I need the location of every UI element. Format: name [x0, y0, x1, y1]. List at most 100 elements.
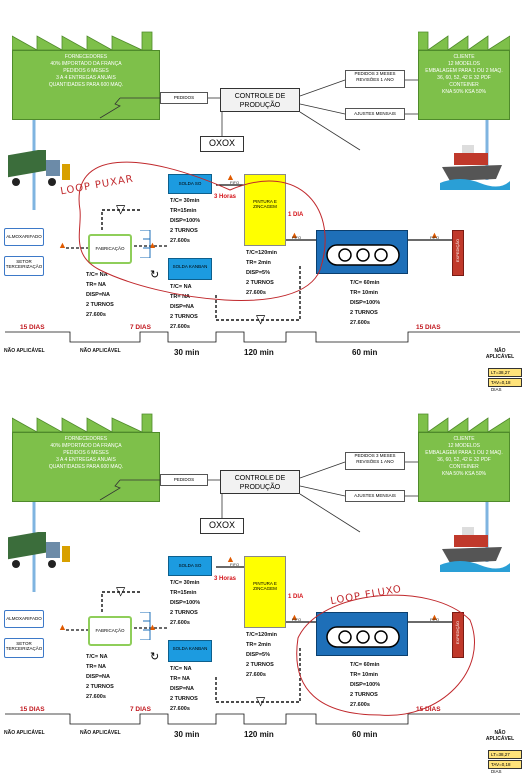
orders-left-box: PEDIDOS	[160, 92, 208, 104]
supplier-line: QUANTIDADES PARA 600 MAQ.	[48, 82, 124, 88]
supplier-line: PEDIDOS 6 MESES	[63, 68, 109, 74]
solda_so_data-line: DISP=100%	[170, 218, 201, 224]
solda_kanban_data-line: 27.600s	[170, 324, 190, 330]
pintura_data-line: 2 TURNOS	[246, 280, 274, 286]
oxox-box: OXOX	[200, 136, 244, 152]
customer-line: EMBALAGEM PARA 1 OU 2 MAQ.	[425, 450, 503, 456]
three-hours-label: 3 Horas	[214, 194, 237, 200]
customer-line: KNA 50% KSA 50%	[442, 471, 486, 477]
monthly-adjust-box: AJUSTES MENSAIS	[345, 108, 405, 120]
solda_kanban_data-line: DISP=NA	[170, 304, 194, 310]
days-label: 15 DIAS	[20, 324, 45, 331]
customer-line: 12 MODELOS	[448, 61, 480, 67]
supplier-line: 40% IMPORTADO DA FRANÇA	[50, 443, 122, 449]
pull-arrow-icon: ↻	[150, 269, 160, 281]
solda_so_data-line: 2 TURNOS	[170, 228, 198, 234]
not-applicable-label: NÃO APLICÁVEL	[80, 348, 121, 354]
warning-triangle-icon: ▲	[430, 230, 439, 240]
cycle-time-label: 120 min	[244, 348, 274, 357]
cycle-time-label: 60 min	[352, 348, 378, 357]
customer-line: CONTEINER	[449, 464, 479, 470]
not-applicable-label: NÃO APLICÁVEL	[4, 730, 45, 736]
days-label: 7 DIAS	[130, 706, 151, 713]
supermarket-icon	[140, 612, 151, 640]
one-day-label: 1 DIA	[288, 212, 304, 218]
fab_data-line: TR= NA	[86, 664, 107, 670]
factory-roof-right	[418, 31, 510, 50]
solda_kanban_data-line: TR= NA	[170, 294, 191, 300]
supplier-title: FORNECEDORES	[64, 436, 108, 442]
solda_kanban_data-line: 27.600s	[170, 706, 190, 712]
truck-icon	[8, 532, 70, 568]
not-applicable-label: NÃO APLICÁVEL	[485, 730, 515, 742]
painting-process: PINTURA E ZINCAGEM	[244, 556, 286, 628]
pintura_data-line: 2 TURNOS	[246, 662, 274, 668]
customer-factory: CLIENTE 12 MODELOS EMBALAGEM PARA 1 OU 2…	[418, 50, 510, 120]
solda_so_data-line: TR=15min	[170, 590, 197, 596]
big_data-line: 27.600s	[350, 320, 370, 326]
fifo-label: FIFO	[430, 617, 440, 622]
orders-right-box: PEDIDOS 3 MESES REVISÕES 1 ANO	[345, 452, 405, 470]
welding-kanban-process: SOLDA KANBAN	[168, 640, 212, 662]
welding-so-process: SOLDA SO	[168, 556, 212, 576]
customer-line: 36, 60, 52, 42 E 32 PDF	[437, 75, 491, 81]
fab_data-line: DISP=NA	[86, 674, 110, 680]
not-applicable-label: NÃO APLICÁVEL	[80, 730, 121, 736]
solda_so_data-line: DISP=100%	[170, 600, 201, 606]
factory-roof-right	[418, 413, 510, 432]
production-control-box: CONTROLE DE PRODUÇÃO	[220, 470, 300, 494]
assembly-process	[316, 612, 408, 656]
inventory-triangle-icon: ▽	[116, 584, 126, 598]
solda_so_data-line: T/C= 30min	[170, 580, 200, 586]
orders-left-box: PEDIDOS	[160, 474, 208, 486]
welding-kanban-process: SOLDA KANBAN	[168, 258, 212, 280]
fab_data-line: T/C= NA	[86, 272, 108, 278]
factory-roof-left	[12, 413, 153, 432]
conveyor-icon	[326, 244, 400, 266]
pintura_data-line: T/C=120min	[246, 632, 278, 638]
one-day-label: 1 DIA	[288, 594, 304, 600]
shipping-process	[452, 230, 464, 276]
days-label: 15 DIAS	[416, 706, 441, 713]
customer-line: KNA 50% KSA 50%	[442, 89, 486, 95]
pintura_data-line: T/C=120min	[246, 250, 278, 256]
supplier-line: PEDIDOS 6 MESES	[63, 450, 109, 456]
conveyor-icon	[326, 626, 400, 648]
not-applicable-label: NÃO APLICÁVEL	[485, 348, 515, 360]
fab_data-line: 27.600s	[86, 694, 106, 700]
fab_data-line: 2 TURNOS	[86, 302, 114, 308]
fifo-label: FIFO	[230, 562, 240, 567]
supplier-factory: FORNECEDORES 40% IMPORTADO DA FRANÇA PED…	[12, 50, 160, 120]
warehouse-box: ALMOXARIFADO	[4, 610, 44, 628]
customer-line: EMBALAGEM PARA 1 OU 2 MAQ.	[425, 68, 503, 74]
cycle-time-label: 60 min	[352, 730, 378, 739]
solda_kanban_data-line: TR= NA	[170, 676, 191, 682]
solda_so_data-line: TR=15min	[170, 208, 197, 214]
value-added-time-box: TAV=0,18 DIAS	[488, 760, 522, 774]
ship-icon	[440, 527, 510, 572]
big_data-line: TR= 10min	[350, 672, 378, 678]
fab_data-line: TR= NA	[86, 282, 107, 288]
warning-triangle-icon: ▲	[148, 622, 157, 632]
fab_data-line: T/C= NA	[86, 654, 108, 660]
painting-process: PINTURA E ZINCAGEM	[244, 174, 286, 246]
solda_so_data-line: 27.600s	[170, 238, 190, 244]
days-label: 15 DIAS	[416, 324, 441, 331]
customer-factory: CLIENTE 12 MODELOS EMBALAGEM PARA 1 OU 2…	[418, 432, 510, 502]
fifo-label: FIFO	[292, 235, 302, 240]
fifo-label: FIFO	[430, 235, 440, 240]
value-added-time-box: TAV=0,18 DIAS	[488, 378, 522, 392]
days-label: 15 DIAS	[20, 706, 45, 713]
vsm-panel: FORNECEDORES 40% IMPORTADO DA FRANÇA PED…	[0, 30, 525, 400]
big_data-line: 27.600s	[350, 702, 370, 708]
ship-icon	[440, 145, 510, 190]
fab_data-line: DISP=NA	[86, 292, 110, 298]
truck-icon	[8, 150, 70, 186]
solda_so_data-line: 27.600s	[170, 620, 190, 626]
